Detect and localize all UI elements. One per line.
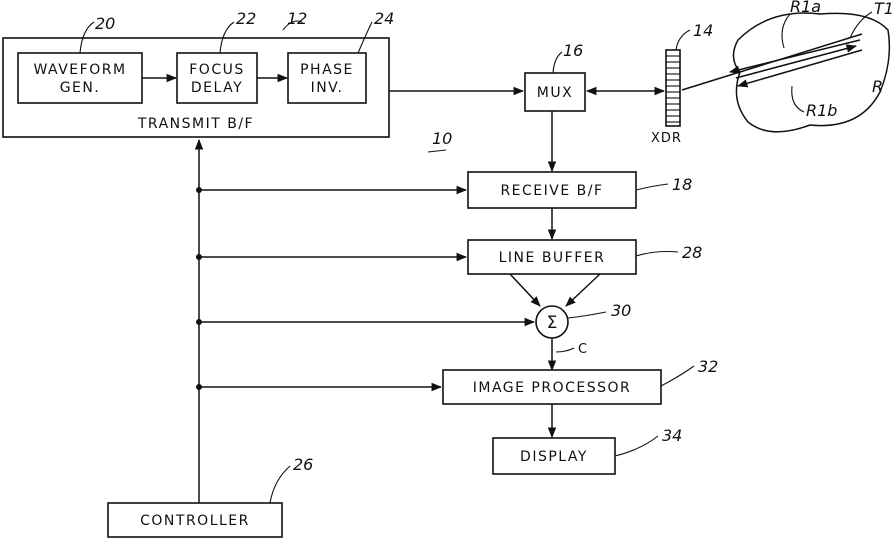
image-processor-label: IMAGE PROCESSOR <box>473 380 632 396</box>
signal-c: C <box>578 342 588 357</box>
leader-18 <box>636 184 668 190</box>
waveform-gen-label-1: WAVEFORM <box>33 62 126 78</box>
receive-bf-label: RECEIVE B/F <box>500 183 603 199</box>
transmit-t1 <box>736 46 856 78</box>
underline-10 <box>428 150 446 152</box>
phase-inv-label-1: PHASE <box>300 62 354 78</box>
ref-24: 24 <box>374 9 394 28</box>
arrow-buffer-to-sum-left <box>510 274 540 306</box>
display-label: DISPLAY <box>520 449 588 465</box>
ref-28: 28 <box>682 243 702 262</box>
ref-22: 22 <box>236 9 256 28</box>
xdr-transducer <box>666 50 680 126</box>
ref-14: 14 <box>693 21 713 40</box>
leader-r1b <box>792 86 804 112</box>
label-t1: T1 <box>874 0 893 18</box>
mux-label: MUX <box>537 85 573 101</box>
ref-10: 10 <box>432 129 452 148</box>
leader-32 <box>661 366 694 386</box>
ref-12: 12 <box>287 9 307 28</box>
leader-14 <box>676 30 690 50</box>
summer-symbol: Σ <box>547 313 558 333</box>
ref-34: 34 <box>662 426 682 445</box>
ref-30: 30 <box>611 301 631 320</box>
leader-r1a <box>782 14 790 48</box>
controller-label: CONTROLLER <box>140 513 250 529</box>
xdr-label: XDR <box>651 131 682 146</box>
ref-16: 16 <box>563 41 583 60</box>
leader-16 <box>553 52 562 73</box>
ref-20: 20 <box>95 14 115 33</box>
leader-34 <box>615 436 658 456</box>
ref-26: 26 <box>293 455 313 474</box>
transmit-bf-label: TRANSMIT B/F <box>137 116 254 132</box>
ref-18: 18 <box>672 175 692 194</box>
waveform-gen-label-2: GEN. <box>60 80 101 96</box>
leader-26 <box>270 466 290 503</box>
focus-delay-label-1: FOCUS <box>189 62 244 78</box>
label-r: R <box>872 77 883 96</box>
arrow-buffer-to-sum-right <box>566 274 600 306</box>
leader-28 <box>636 252 678 257</box>
focus-delay-label-2: DELAY <box>191 80 243 96</box>
label-r1a: R1a <box>790 0 821 16</box>
leader-c <box>556 348 574 352</box>
phase-inv-label-2: INV. <box>311 80 344 96</box>
leader-30 <box>568 312 606 318</box>
label-r1b: R1b <box>806 101 837 120</box>
ref-32: 32 <box>698 357 718 376</box>
line-buffer-label: LINE BUFFER <box>499 250 606 266</box>
